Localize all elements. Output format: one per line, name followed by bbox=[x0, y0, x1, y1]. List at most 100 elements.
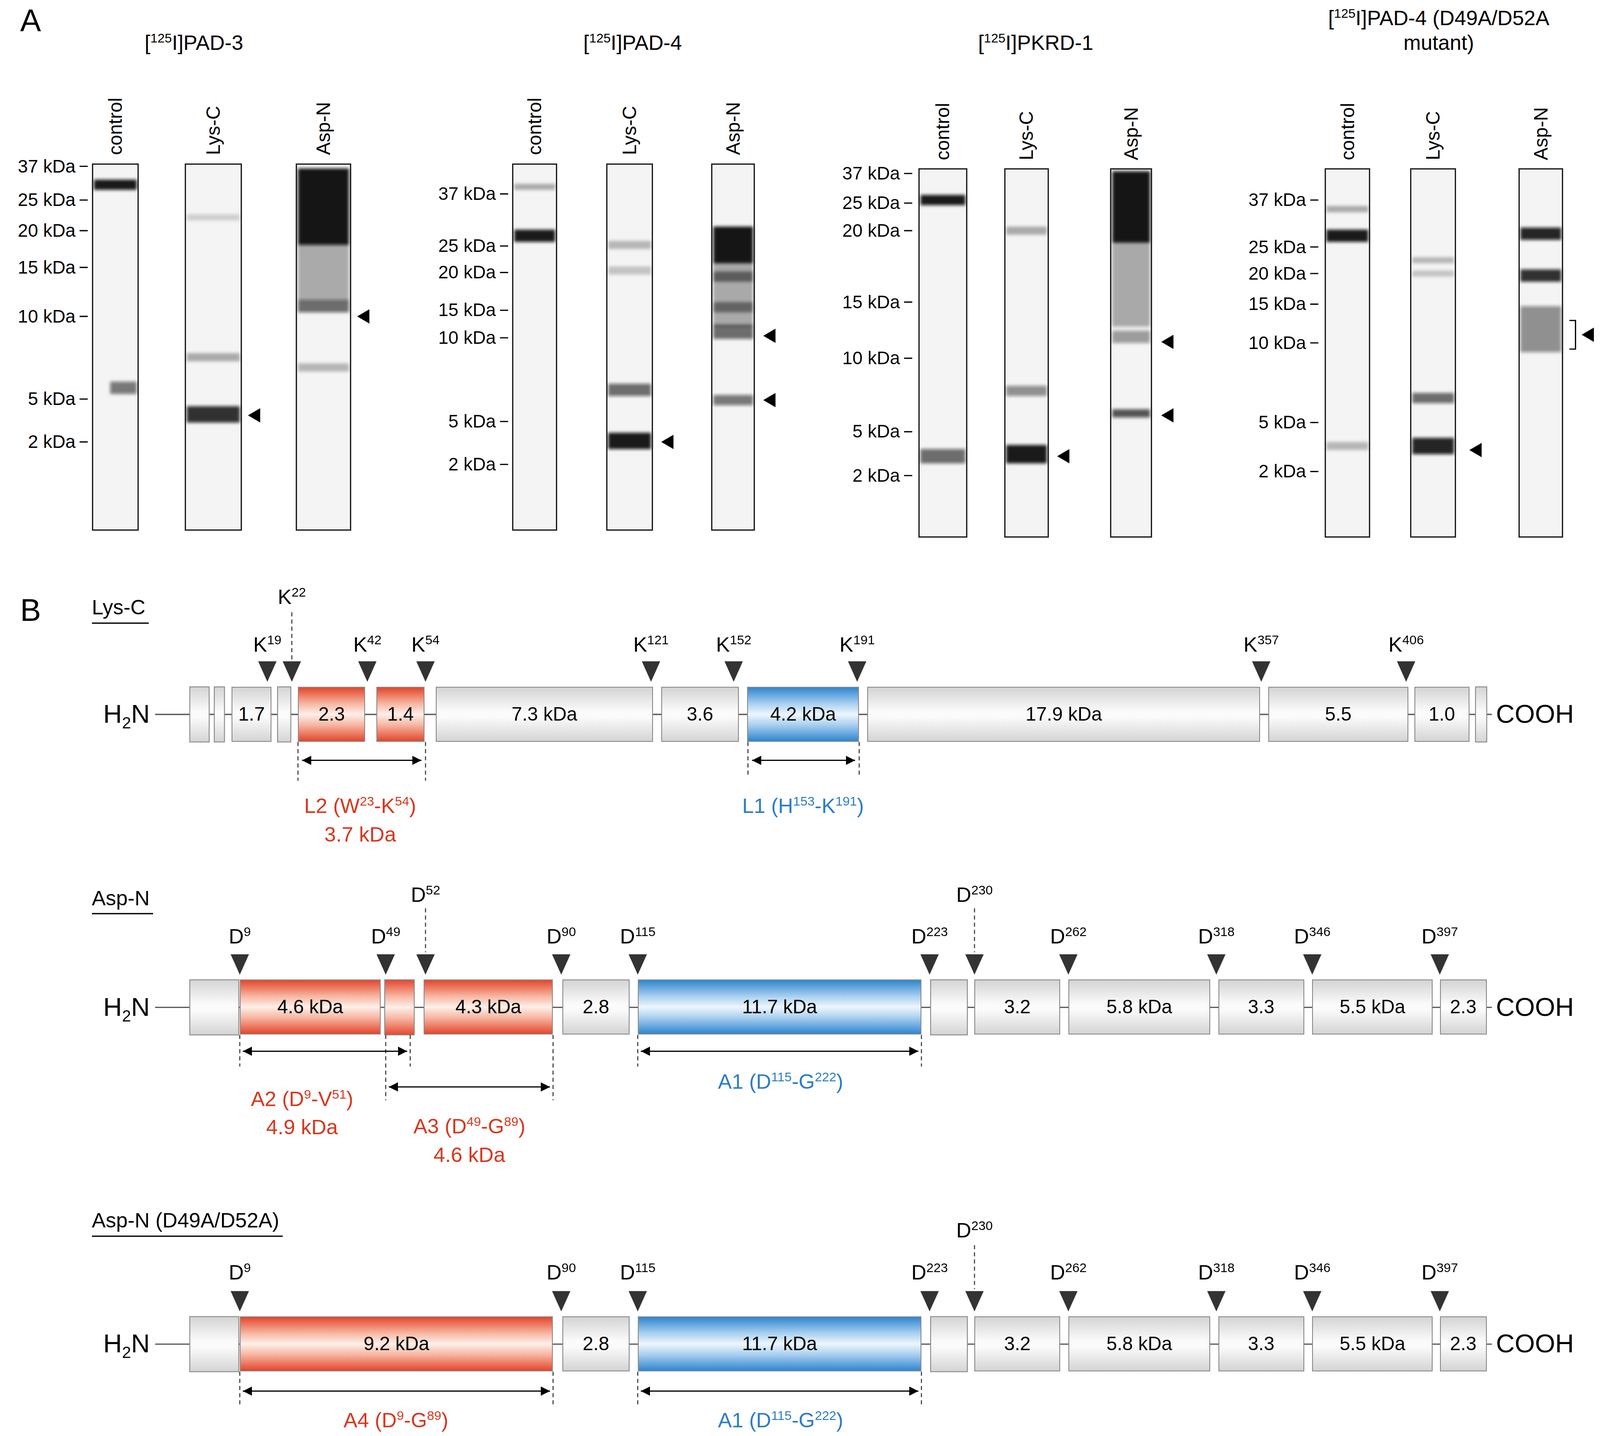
segment-mass: 5.5 kDa bbox=[1339, 995, 1406, 1019]
superscript: 9 bbox=[243, 1260, 252, 1275]
blot-title: [125I]PKRD-1 bbox=[978, 30, 1094, 56]
peptide-segment: 2.8 bbox=[562, 1316, 630, 1372]
terminus-label: H2N bbox=[103, 1328, 150, 1360]
site-label: L2 (W23-K54) bbox=[304, 793, 417, 819]
site-label: K121 bbox=[633, 632, 670, 658]
superscript: 90 bbox=[561, 924, 576, 940]
segment-mass: 3.2 bbox=[1004, 1332, 1031, 1356]
superscript: 54 bbox=[395, 793, 410, 809]
segment-mass: 5.5 bbox=[1325, 702, 1352, 726]
segment-mass: 1.0 bbox=[1428, 702, 1456, 726]
site-label: K19 bbox=[253, 632, 282, 658]
superscript: 19 bbox=[267, 632, 282, 647]
size-marker: 20 kDa bbox=[438, 261, 497, 284]
gel-lane: Lys-C bbox=[606, 163, 654, 531]
size-marker: 2 kDa bbox=[852, 464, 901, 487]
peptide-segment: 1.0 bbox=[1414, 686, 1470, 742]
superscript: 191 bbox=[835, 793, 858, 809]
blue-fragment-segment: 11.7 kDa bbox=[637, 1316, 922, 1372]
blue-fragment-segment: 11.7 kDa bbox=[637, 979, 922, 1035]
terminus-label: H2N bbox=[103, 698, 150, 730]
size-marker: 15 kDa bbox=[438, 299, 497, 321]
peptide-segment: 5.5 kDa bbox=[1312, 1316, 1433, 1372]
site-label: D346 bbox=[1293, 1260, 1331, 1286]
segment-mass: 4.2 kDa bbox=[770, 702, 836, 726]
size-marker: 20 kDa bbox=[1248, 262, 1307, 285]
segment-mass: 11.7 kDa bbox=[742, 995, 818, 1019]
size-marker: 15 kDa bbox=[842, 290, 901, 313]
superscript: 9 bbox=[303, 1087, 312, 1102]
lane-label: control bbox=[1335, 102, 1359, 160]
size-marker: 20 kDa bbox=[17, 219, 76, 242]
superscript: 357 bbox=[1257, 632, 1280, 647]
site-label: K42 bbox=[353, 632, 382, 658]
site-label: D115 bbox=[620, 1260, 656, 1286]
gel-lane: Asp-N bbox=[1518, 168, 1564, 538]
cleavage-site-triangles bbox=[230, 661, 1450, 1312]
red-fragment-segment: 4.3 kDa bbox=[423, 979, 554, 1035]
section-heading: Asp-N bbox=[91, 885, 154, 915]
size-marker: 15 kDa bbox=[1248, 293, 1307, 315]
segment-mass: 9.2 kDa bbox=[363, 1332, 430, 1356]
gel-lane: control bbox=[512, 163, 558, 531]
superscript: 222 bbox=[814, 1069, 837, 1085]
size-marker: 20 kDa bbox=[842, 219, 901, 242]
site-label: D90 bbox=[546, 1260, 576, 1286]
gel-lane: Lys-C bbox=[1004, 168, 1050, 538]
site-label: K406 bbox=[1388, 632, 1424, 658]
superscript: 346 bbox=[1309, 924, 1331, 940]
superscript: 89 bbox=[504, 1114, 519, 1129]
subscript: 2 bbox=[121, 713, 131, 732]
site-label: 3.7 kDa bbox=[324, 822, 396, 848]
superscript: 23 bbox=[359, 793, 375, 809]
segment-mass: 5.5 kDa bbox=[1339, 1332, 1406, 1356]
segment-mass: 3.3 bbox=[1247, 1332, 1275, 1356]
panel-letter: B bbox=[20, 591, 42, 629]
size-marker: 25 kDa bbox=[17, 189, 76, 211]
superscript: 191 bbox=[853, 632, 876, 647]
gel-lane: control bbox=[918, 168, 968, 538]
gel-lane: Asp-N bbox=[295, 163, 351, 531]
size-marker: 37 kDa bbox=[1248, 189, 1307, 211]
lane-label: control bbox=[931, 102, 955, 160]
dashed-guides bbox=[239, 612, 975, 1407]
superscript: 125 bbox=[1333, 6, 1356, 21]
segment-mass: 1.4 bbox=[387, 702, 414, 726]
peptide-segment: 5.8 kDa bbox=[1068, 979, 1211, 1035]
site-label: 4.9 kDa bbox=[266, 1115, 338, 1141]
site-label: L1 (H153-K191) bbox=[742, 793, 865, 819]
superscript: 9 bbox=[243, 924, 252, 940]
terminus-label: COOH bbox=[1495, 991, 1574, 1023]
superscript: 121 bbox=[647, 632, 670, 647]
size-marker: 37 kDa bbox=[17, 155, 76, 177]
lane-label: Asp-N bbox=[312, 101, 336, 155]
lane-label: Asp-N bbox=[721, 101, 745, 155]
site-label: D223 bbox=[911, 1260, 948, 1286]
site-label: D230 bbox=[956, 882, 993, 908]
superscript: 42 bbox=[367, 632, 382, 647]
site-label: D230 bbox=[956, 1217, 993, 1244]
site-label: D49 bbox=[371, 924, 401, 950]
superscript: 9 bbox=[396, 1408, 405, 1423]
lane-label: Lys-C bbox=[1421, 111, 1445, 160]
site-label: D397 bbox=[1421, 1260, 1458, 1286]
unlabelled-segments bbox=[189, 686, 1487, 1372]
size-marker: 5 kDa bbox=[448, 410, 497, 433]
peptide-segment: 3.3 bbox=[1218, 979, 1305, 1035]
superscript: 223 bbox=[926, 924, 948, 940]
gel-bands bbox=[94, 168, 1562, 464]
superscript: 262 bbox=[1064, 924, 1087, 940]
segment-mass: 1.7 bbox=[238, 702, 265, 726]
superscript: 318 bbox=[1213, 1260, 1235, 1275]
size-marker: 2 kDa bbox=[27, 431, 76, 453]
gel-lane: control bbox=[91, 163, 139, 531]
site-label: K54 bbox=[411, 632, 440, 658]
gel-lane: Lys-C bbox=[184, 163, 242, 531]
lane-label: Lys-C bbox=[1015, 111, 1039, 160]
superscript: 115 bbox=[770, 1069, 792, 1085]
peptide-segment: 2.8 bbox=[562, 979, 630, 1035]
superscript: 115 bbox=[770, 1408, 792, 1423]
superscript: 89 bbox=[427, 1408, 442, 1423]
superscript: 222 bbox=[814, 1408, 837, 1423]
superscript: 90 bbox=[561, 1260, 576, 1275]
